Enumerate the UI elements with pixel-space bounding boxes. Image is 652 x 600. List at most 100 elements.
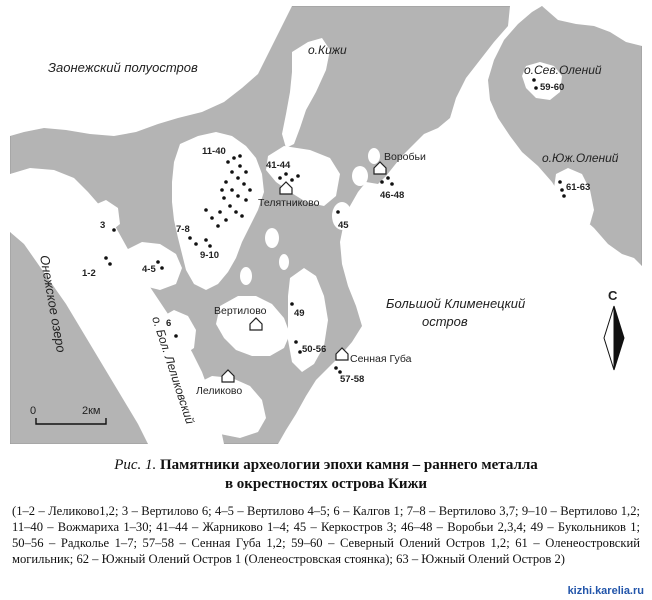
islet (368, 148, 380, 164)
site-dot (108, 262, 112, 266)
islet (265, 228, 279, 248)
site-dot (156, 260, 160, 264)
site-dot (220, 188, 224, 192)
watermark[interactable]: kizhi.karelia.ru (565, 585, 646, 597)
land-radkolye (288, 268, 328, 372)
land-island-3 (90, 200, 120, 232)
caption-legend: (1–2 – Леликово1,2; 3 – Вертилово 6; 4–5… (12, 504, 640, 566)
site-dot (234, 210, 238, 214)
site-dot (244, 170, 248, 174)
site-dot (226, 160, 230, 164)
site-dot (238, 154, 242, 158)
land-yuzh-oleniy-island (554, 168, 594, 228)
site-dot (112, 228, 116, 232)
site-dot (204, 208, 208, 212)
village-label: Леликово (196, 385, 242, 397)
site-label-4-5: 4-5 (142, 264, 156, 275)
house-icon (221, 369, 235, 383)
site-dot (104, 256, 108, 260)
site-label-6: 6 (166, 318, 171, 329)
site-dot (218, 210, 222, 214)
site-dot (562, 194, 566, 198)
islet (352, 166, 368, 186)
village-sennaya-guba: Сенная Губа (335, 347, 412, 365)
site-dot (210, 216, 214, 220)
site-dot (174, 334, 178, 338)
islet (332, 202, 352, 230)
site-dot (188, 236, 192, 240)
site-dot (242, 182, 246, 186)
site-dot (208, 244, 212, 248)
land-western-strip (10, 168, 224, 444)
site-label-61-63: 61-63 (566, 182, 590, 193)
north-arrow-label: С (608, 288, 618, 303)
site-dot (386, 176, 390, 180)
site-dot (236, 176, 240, 180)
site-dot (294, 340, 298, 344)
site-dot (534, 86, 538, 90)
site-dot (560, 188, 564, 192)
site-dot (248, 188, 252, 192)
site-label-49: 49 (294, 308, 305, 319)
site-dot (290, 178, 294, 182)
scale-bar: 0 2км (30, 405, 107, 425)
village-vorobi: Воробьи (373, 151, 426, 175)
caption-title-line1: Рис. 1. Памятники археологии эпохи камня… (0, 456, 652, 475)
site-label-41-44: 41-44 (266, 160, 291, 171)
site-label-3: 3 (100, 220, 105, 231)
label-bolshoy-klimenetsky: Большой Клименецкий (386, 296, 525, 311)
land-kizhi-island (282, 38, 330, 148)
house-icon (249, 317, 263, 331)
site-dot (228, 204, 232, 208)
site-dot (334, 366, 338, 370)
label-yuzh-oleniy: о.Юж.Олений (542, 151, 619, 165)
site-label-45: 45 (338, 220, 349, 231)
map: Заонежский полуостров о.Кижи о.Сев.Олени… (10, 6, 642, 444)
site-dot (222, 196, 226, 200)
land-zaonezhsky-peninsula (10, 6, 292, 136)
land-sev-oleniy-island (522, 62, 562, 100)
site-dot (160, 266, 164, 270)
islet (352, 228, 364, 248)
site-label-9-10: 9-10 (200, 250, 219, 261)
land-telyatnikovo-island (266, 146, 340, 206)
site-dot (284, 172, 288, 176)
village-label: Телятниково (258, 197, 320, 209)
site-label-59-60: 59-60 (540, 82, 564, 93)
site-dot (558, 180, 562, 184)
north-arrow: С (603, 288, 625, 371)
site-dots (104, 78, 566, 374)
land-northeast (542, 6, 642, 46)
caption-title-text-1: Памятники археологии эпохи камня – ранне… (160, 457, 538, 473)
site-dot (230, 170, 234, 174)
village-label: Воробьи (384, 151, 426, 163)
house-icon (335, 347, 349, 361)
site-label-11-40: 11-40 (202, 146, 226, 157)
site-dot (298, 350, 302, 354)
label-kizhi: о.Кижи (308, 43, 347, 57)
site-dot (296, 174, 300, 178)
land-island-4-5 (124, 242, 182, 290)
site-dot (232, 156, 236, 160)
label-zaonezhsky: Заонежский полуостров (48, 60, 198, 75)
caption-prefix: Рис. 1. (114, 457, 157, 473)
site-dot (224, 218, 228, 222)
site-dot (204, 238, 208, 242)
house-icon (279, 181, 293, 195)
scale-end-label: 2км (82, 405, 101, 417)
site-dot (194, 242, 198, 246)
scale-start-label: 0 (30, 405, 36, 417)
land-island-6 (160, 310, 196, 356)
site-dot (278, 176, 282, 180)
land-lelikovo (196, 376, 266, 438)
caption-title: Рис. 1. Памятники археологии эпохи камня… (0, 456, 652, 494)
islet (240, 267, 252, 285)
site-dot (338, 370, 342, 374)
land-bolshoy-klimenetsky (278, 6, 642, 444)
label-ostrov: остров (422, 314, 468, 329)
village-label: Сенная Губа (350, 353, 412, 365)
site-dot (224, 180, 228, 184)
site-dot (230, 188, 234, 192)
label-sev-oleniy: о.Сев.Олений (524, 63, 602, 77)
